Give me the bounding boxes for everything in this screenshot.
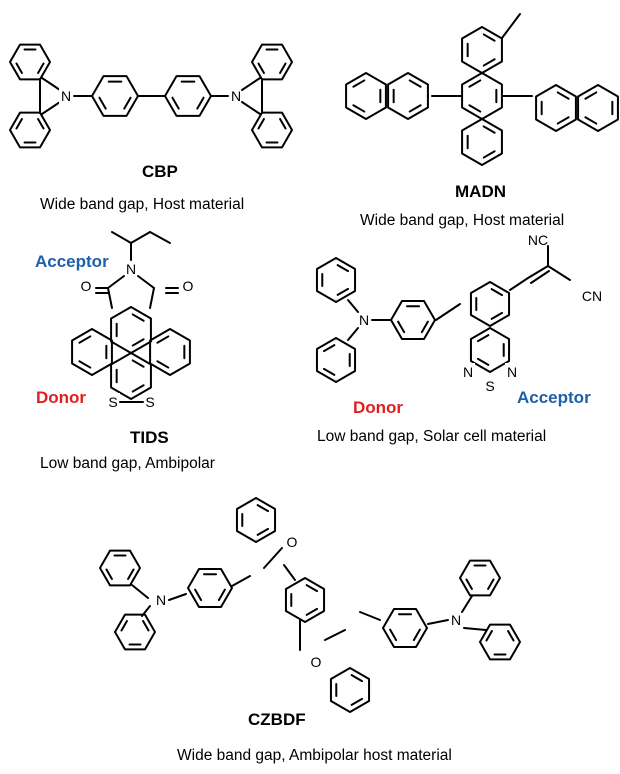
- czbdf-bottom-oxygen-atom: O: [311, 654, 322, 670]
- tids-right-oxygen-atom: O: [183, 278, 194, 294]
- tids-right-sulfur-atom: S: [145, 394, 154, 410]
- tids-imide-nitrogen-atom: N: [126, 261, 136, 277]
- cbp-left-nitrogen-atom: N: [61, 88, 71, 104]
- cbp-description: Wide band gap, Host material: [40, 196, 245, 213]
- cbp-right-nitrogen-atom: N: [231, 88, 241, 104]
- solar-nitrile-left-group: NC: [528, 232, 548, 248]
- tids-structure: N O O S S: [71, 231, 195, 410]
- madn-structure: [345, 13, 619, 166]
- czbdf-description: Wide band gap, Ambipolar host material: [177, 747, 452, 764]
- cbp-name: CBP: [142, 162, 178, 181]
- solar-amine-nitrogen-atom: N: [359, 312, 369, 328]
- solar-thiadiazole-sulfur-atom: S: [485, 378, 494, 394]
- tids-left-sulfur-atom: S: [108, 394, 117, 410]
- solar-right-thiadiazole-nitrogen-atom: N: [507, 364, 517, 380]
- czbdf-left-nitrogen-atom: N: [156, 592, 166, 608]
- tids-donor-label: Donor: [36, 388, 87, 407]
- tids-description: Low band gap, Ambipolar: [40, 455, 215, 472]
- solar-left-thiadiazole-nitrogen-atom: N: [463, 364, 473, 380]
- tids-name: TIDS: [130, 428, 169, 447]
- solar-acceptor-label: Acceptor: [517, 388, 591, 407]
- solar-nitrile-right-group: CN: [582, 288, 602, 304]
- czbdf-right-nitrogen-atom: N: [451, 612, 461, 628]
- tids-acceptor-label: Acceptor: [35, 252, 109, 271]
- solar-description: Low band gap, Solar cell material: [317, 428, 547, 445]
- tids-left-oxygen-atom: O: [81, 278, 92, 294]
- madn-name: MADN: [455, 182, 506, 201]
- czbdf-structure: N O O N: [99, 497, 521, 713]
- madn-description: Wide band gap, Host material: [360, 212, 565, 229]
- czbdf-top-oxygen-atom: O: [287, 534, 298, 550]
- solar-donor-label: Donor: [353, 398, 404, 417]
- czbdf-name: CZBDF: [248, 710, 306, 729]
